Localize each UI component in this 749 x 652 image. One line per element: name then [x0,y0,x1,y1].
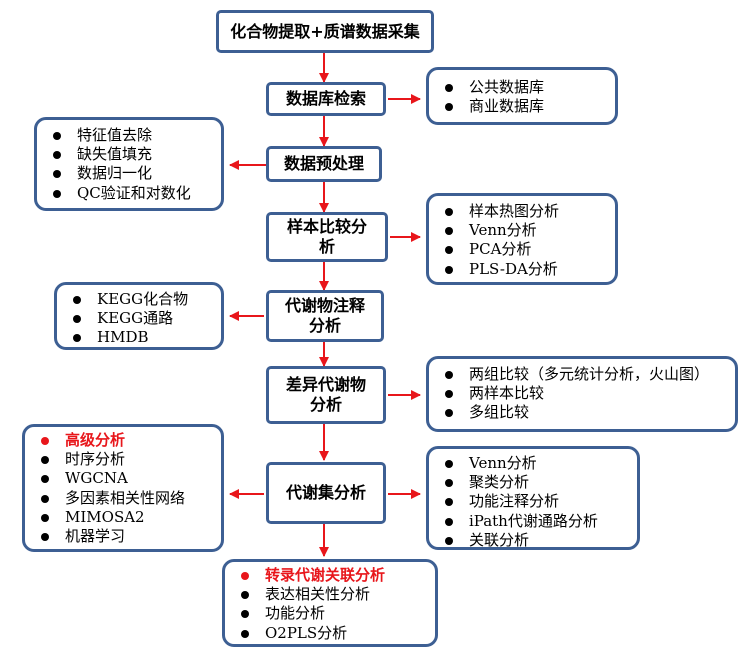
preprocess-box: 特征值去除 缺失值填充 数据归一化 QC验证和对数化 [34,117,224,211]
step-preprocess-label: 数据预处理 [283,154,364,173]
list-item: O2PLS分析 [239,624,427,643]
advanced-box: 高级分析 时序分析 WGCNA 多因素相关性网络 MIMOSA2 机器学习 [22,424,224,552]
list-item: Venn分析 [443,454,629,473]
diff-items-box: 两组比较（多元统计分析，火山图） 两样本比较 多组比较 [426,356,738,432]
step-sample-compare-label: 样本比较分析 [286,217,367,256]
list-item: KEGG通路 [71,309,213,328]
list-item: iPath代谢通路分析 [443,512,629,531]
list-item: HMDB [71,328,213,347]
list-item-highlight: 转录代谢关联分析 [239,566,427,585]
list-item: 公共数据库 [443,78,607,97]
list-item: PLS-DA分析 [443,260,607,279]
step-preprocess: 数据预处理 [266,146,382,182]
list-item: 机器学习 [39,527,213,546]
databases-box: 公共数据库 商业数据库 [426,67,618,125]
set-items-list: Venn分析 聚类分析 功能注释分析 iPath代谢通路分析 关联分析 [443,454,629,550]
list-item: 数据归一化 [51,164,213,183]
list-item: 缺失值填充 [51,145,213,164]
sample-items-list: 样本热图分析 Venn分析 PCA分析 PLS-DA分析 [443,202,607,279]
step-collect: 化合物提取+质谱数据采集 [216,10,434,53]
annotation-items-box: KEGG化合物 KEGG通路 HMDB [54,282,224,350]
list-item: PCA分析 [443,240,607,259]
list-item: WGCNA [39,469,213,488]
step-sample-compare: 样本比较分析 [266,212,388,262]
list-item: 样本热图分析 [443,202,607,221]
step-collect-label: 化合物提取+质谱数据采集 [230,21,420,41]
step-db-search-label: 数据库检索 [285,89,366,108]
transcript-box: 转录代谢关联分析 表达相关性分析 功能分析 O2PLS分析 [222,559,438,647]
list-item: 功能注释分析 [443,492,629,511]
list-item: KEGG化合物 [71,290,213,309]
list-item: 多组比较 [443,403,727,422]
step-db-search: 数据库检索 [266,82,386,116]
step-diff-metabolite: 差异代谢物分析 [266,366,386,424]
preprocess-list: 特征值去除 缺失值填充 数据归一化 QC验证和对数化 [51,126,213,203]
step-annotation: 代谢物注释分析 [266,290,384,342]
databases-list: 公共数据库 商业数据库 [443,78,607,116]
annotation-items-list: KEGG化合物 KEGG通路 HMDB [71,290,213,348]
sample-items-box: 样本热图分析 Venn分析 PCA分析 PLS-DA分析 [426,193,618,285]
list-item: 表达相关性分析 [239,585,427,604]
list-item-highlight: 高级分析 [39,431,213,450]
step-metabolite-set: 代谢集分析 [266,462,386,524]
list-item: MIMOSA2 [39,508,213,527]
list-item: 商业数据库 [443,97,607,116]
list-item: 两组比较（多元统计分析，火山图） [443,365,727,384]
list-item: 两样本比较 [443,384,727,403]
step-metabolite-set-label: 代谢集分析 [285,483,366,502]
advanced-list: 高级分析 时序分析 WGCNA 多因素相关性网络 MIMOSA2 机器学习 [39,431,213,546]
list-item: 关联分析 [443,531,629,550]
list-item: 聚类分析 [443,473,629,492]
list-item: 特征值去除 [51,126,213,145]
transcript-list: 转录代谢关联分析 表达相关性分析 功能分析 O2PLS分析 [239,566,427,643]
list-item: Venn分析 [443,221,607,240]
list-item: QC验证和对数化 [51,184,213,203]
diff-items-list: 两组比较（多元统计分析，火山图） 两样本比较 多组比较 [443,365,727,423]
list-item: 时序分析 [39,450,213,469]
list-item: 多因素相关性网络 [39,489,213,508]
step-diff-metabolite-label: 差异代谢物分析 [285,375,366,414]
step-annotation-label: 代谢物注释分析 [284,296,365,335]
list-item: 功能分析 [239,604,427,623]
set-items-box: Venn分析 聚类分析 功能注释分析 iPath代谢通路分析 关联分析 [426,446,640,550]
